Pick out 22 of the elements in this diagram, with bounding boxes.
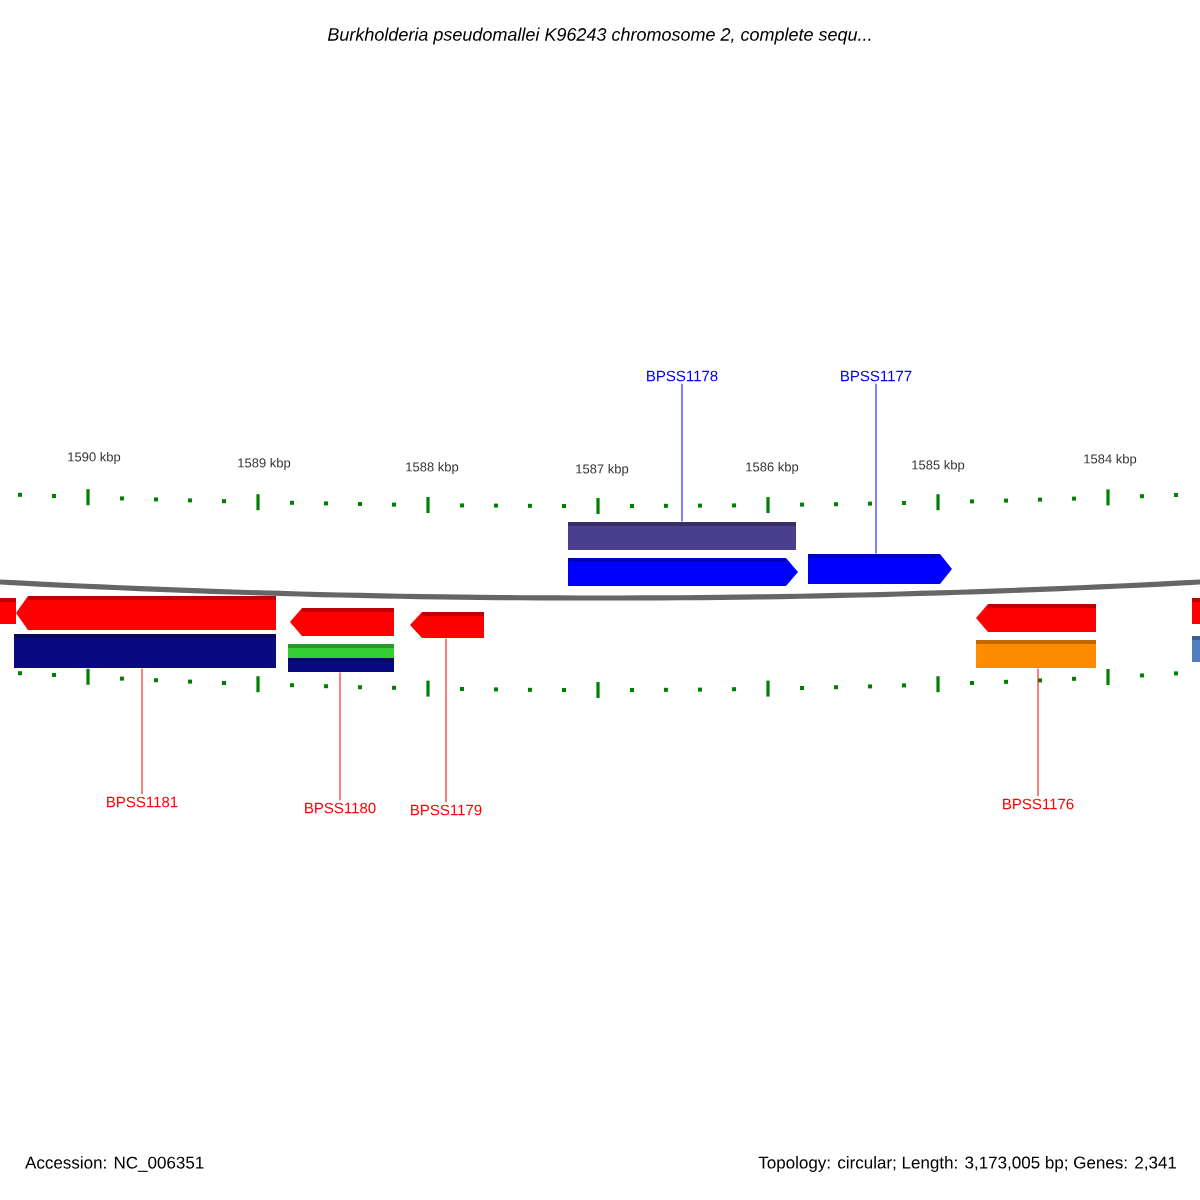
leader-line xyxy=(875,383,877,555)
gene-block xyxy=(568,558,798,586)
gene-bar xyxy=(976,640,1096,668)
gene-bar xyxy=(568,522,796,550)
leader-line xyxy=(141,667,143,795)
accession-text: Accession: NC_006351 xyxy=(25,1156,204,1172)
leader-line xyxy=(1037,667,1039,797)
gene-bar xyxy=(0,598,16,624)
gene-bar xyxy=(1192,636,1200,662)
leader-line xyxy=(339,671,341,801)
summary-text: Topology: circular; Length: 3,173,005 bp; Genes: 2,341 xyxy=(758,1156,1177,1172)
gene-block xyxy=(976,604,1096,632)
gene-bar xyxy=(288,644,394,658)
gene-block xyxy=(410,612,484,638)
leader-line xyxy=(681,383,683,523)
leader-line xyxy=(445,637,447,803)
chart-title: Burkholderia pseudomallei K96243 chromosome 2, complete sequ... xyxy=(327,27,871,45)
gene-bar xyxy=(288,658,394,672)
gene-bar xyxy=(14,634,276,668)
gene-block xyxy=(290,608,394,636)
gene-block xyxy=(808,554,952,584)
gene-bar xyxy=(1192,598,1200,624)
